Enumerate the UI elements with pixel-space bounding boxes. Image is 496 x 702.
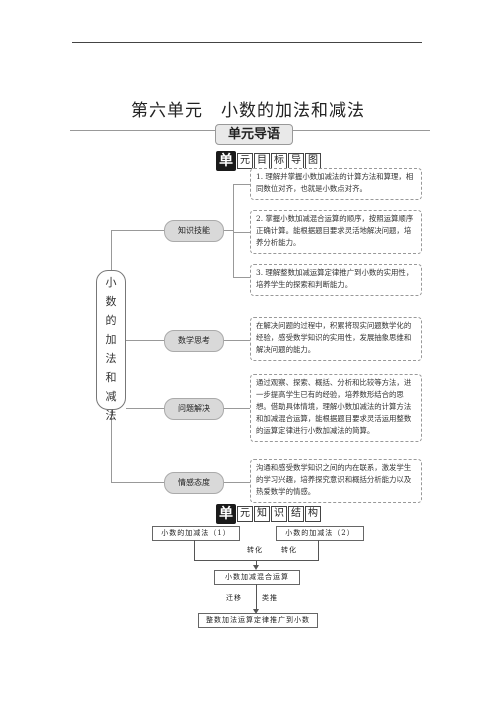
flow-label-left: 转化 xyxy=(247,546,263,554)
category-problem-solving: 问题解决 xyxy=(164,398,224,420)
flow-box-bottom: 整数加法运算定律推广到小数 xyxy=(198,613,318,628)
heading-big-char: 单 xyxy=(216,504,236,524)
flow-label-analogy: 类推 xyxy=(262,594,278,602)
heading-char: 标 xyxy=(271,153,287,169)
connector xyxy=(223,408,250,409)
guide-tag: 单元导语 xyxy=(215,124,293,145)
root-char: 减 xyxy=(105,390,117,403)
root-char: 小 xyxy=(105,276,117,289)
target-section-heading: 单 元 目 标 导 图 xyxy=(216,151,321,171)
connector xyxy=(233,184,250,185)
root-char: 加 xyxy=(105,333,117,346)
connector xyxy=(223,340,250,341)
root-box: 小 数 的 加 法 和 减 法 xyxy=(96,270,126,422)
connector xyxy=(111,230,112,270)
heading-char: 元 xyxy=(237,153,253,169)
note-knowledge-1: 1. 理解并掌握小数加减法的计算方法和算理，相同数位对齐，也就是小数点对齐。 xyxy=(250,168,422,200)
heading-char: 元 xyxy=(237,506,253,522)
heading-char: 图 xyxy=(305,153,321,169)
root-char: 法 xyxy=(105,352,117,365)
note-attitude: 沟通和感受数学知识之间的内在联系，激发学生的学习兴趣，培养探究意识和概括分析能力… xyxy=(250,459,422,503)
heading-char: 结 xyxy=(288,506,304,522)
flow-line xyxy=(194,540,195,560)
heading-big-char: 单 xyxy=(216,151,236,171)
connector xyxy=(223,230,233,231)
flow-line xyxy=(256,560,257,566)
connector xyxy=(126,340,165,341)
flow-label-move: 迁移 xyxy=(226,594,242,602)
note-knowledge-3: 3. 理解整数加减运算定律推广到小数的实用性，培养学生的探索和判断能力。 xyxy=(250,264,422,296)
arrow-down-icon xyxy=(253,565,259,570)
root-char: 的 xyxy=(105,314,117,327)
flow-box-left: 小数的加减法（1） xyxy=(152,526,240,541)
connector xyxy=(233,277,250,278)
heading-char: 导 xyxy=(288,153,304,169)
connector xyxy=(233,184,234,277)
connector xyxy=(233,232,250,233)
category-knowledge: 知识技能 xyxy=(164,220,224,242)
note-problem-solving: 通过观察、探索、概括、分析和比较等方法，进一步提高学生已有的经验，培养数形结合的… xyxy=(250,374,422,442)
page-title: 第六单元 小数的加法和减法 xyxy=(131,101,365,121)
connector xyxy=(126,408,165,409)
heading-char: 构 xyxy=(305,506,321,522)
flow-label-right: 转化 xyxy=(281,546,297,554)
root-char: 和 xyxy=(105,371,117,384)
connector xyxy=(223,482,250,483)
heading-char: 目 xyxy=(254,153,270,169)
heading-char: 识 xyxy=(271,506,287,522)
note-knowledge-2: 2. 掌握小数加减混合运算的顺序，按照运算顺序正确计算。能根据题目要求灵活地解决… xyxy=(250,210,422,254)
flow-line xyxy=(256,584,257,610)
flow-box-right: 小数的加减法（2） xyxy=(276,526,364,541)
note-thinking: 在解决问题的过程中，积累将现实问题数学化的经验，感受数学知识的实用性，发展抽象思… xyxy=(250,317,422,361)
heading-char: 知 xyxy=(254,506,270,522)
connector xyxy=(111,410,112,482)
category-attitude: 情感态度 xyxy=(164,472,224,494)
connector xyxy=(111,230,165,231)
root-char: 法 xyxy=(105,409,117,422)
root-char: 数 xyxy=(105,295,117,308)
connector xyxy=(111,482,165,483)
top-rule xyxy=(72,42,422,43)
flow-box-middle: 小数加减混合运算 xyxy=(214,570,300,585)
category-thinking: 数学思考 xyxy=(164,330,224,352)
structure-section-heading: 单 元 知 识 结 构 xyxy=(216,504,321,524)
arrow-down-icon xyxy=(253,609,259,614)
flow-line xyxy=(318,540,319,560)
